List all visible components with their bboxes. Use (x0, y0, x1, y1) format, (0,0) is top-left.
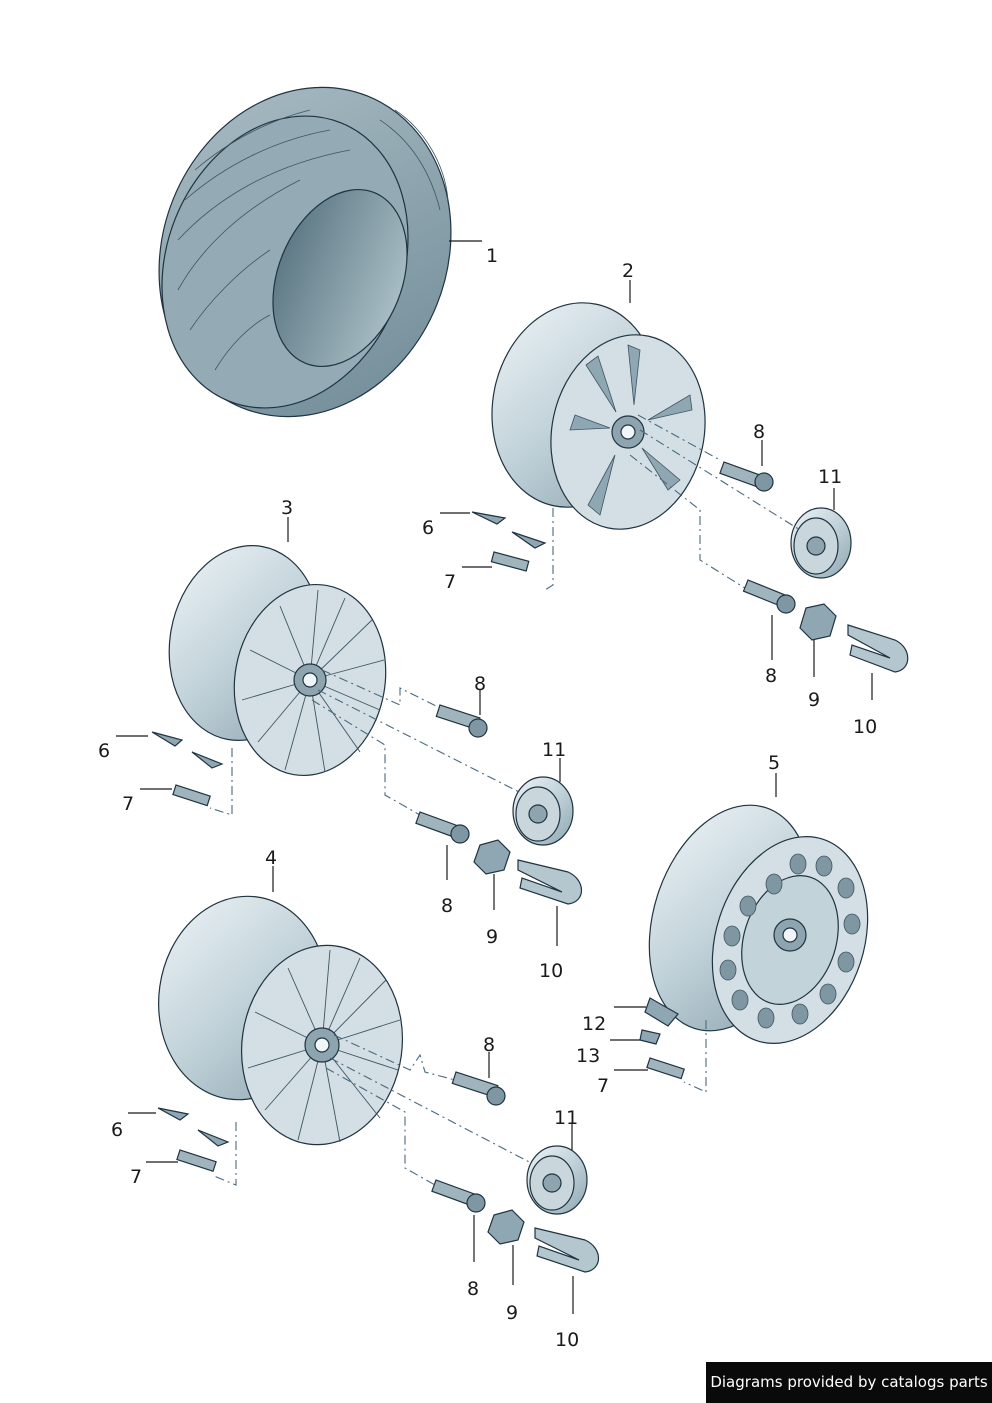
callout-11: 11 (818, 466, 842, 488)
steel-wheel-5 (648, 804, 869, 1044)
wheel-bolt (415, 811, 470, 844)
callout-10b: 10 (539, 960, 563, 982)
valve (646, 1057, 685, 1080)
callout-8d: 8 (441, 895, 453, 917)
balance-weight (191, 751, 224, 769)
puller (517, 859, 583, 905)
callout-6c: 6 (111, 1119, 123, 1141)
puller (847, 624, 909, 673)
callout-3: 3 (281, 497, 293, 519)
callout-2: 2 (622, 260, 634, 282)
hub-cap (526, 1145, 588, 1215)
wheel-bolt (431, 1179, 486, 1213)
callout-13: 13 (576, 1045, 600, 1067)
callout-4: 4 (265, 847, 277, 869)
alloy-wheel-2 (491, 302, 706, 530)
clip (639, 1029, 661, 1045)
valve (176, 1149, 217, 1173)
valve (490, 551, 530, 572)
credit-banner: Diagrams provided by catalogs parts (706, 1362, 992, 1403)
hub-cap (512, 776, 574, 846)
callout-5: 5 (768, 752, 780, 774)
balance-weight-steel (644, 997, 679, 1027)
callout-8: 8 (753, 421, 765, 443)
balance-weight (151, 731, 184, 747)
anti-theft-bolt-cap (487, 1209, 525, 1245)
callout-8c: 8 (474, 673, 486, 695)
valve (172, 784, 211, 807)
wheel-bolt (435, 704, 488, 738)
callout-8f: 8 (467, 1278, 479, 1300)
callout-7d: 7 (597, 1075, 609, 1097)
anti-theft-bolt-cap (473, 839, 511, 875)
hub-cap (790, 507, 852, 579)
alloy-wheel-4 (158, 895, 404, 1146)
callout-7c: 7 (130, 1166, 142, 1188)
callout-8b: 8 (765, 665, 777, 687)
balance-weight (511, 531, 547, 549)
callout-11c: 11 (554, 1107, 578, 1129)
alloy-wheel-3 (168, 545, 387, 777)
balance-weight (197, 1129, 230, 1147)
anti-theft-bolt-cap (799, 603, 837, 641)
callout-7b: 7 (122, 793, 134, 815)
callout-7: 7 (444, 571, 456, 593)
callout-10: 10 (853, 716, 877, 738)
puller (534, 1227, 600, 1273)
callout-9b: 9 (486, 926, 498, 948)
callout-12: 12 (582, 1013, 606, 1035)
callout-9: 9 (808, 689, 820, 711)
callout-9c: 9 (506, 1302, 518, 1324)
callout-8e: 8 (483, 1034, 495, 1056)
balance-weight (157, 1107, 190, 1121)
callout-6: 6 (422, 517, 434, 539)
callout-6b: 6 (98, 740, 110, 762)
wheel-bolt (719, 461, 774, 492)
tyre (158, 86, 452, 418)
callout-1: 1 (486, 245, 498, 267)
wheel-bolt (742, 579, 796, 614)
callout-10c: 10 (555, 1329, 579, 1351)
callout-11b: 11 (542, 739, 566, 761)
balance-weight (471, 511, 507, 525)
wheel-bolt (451, 1071, 506, 1106)
